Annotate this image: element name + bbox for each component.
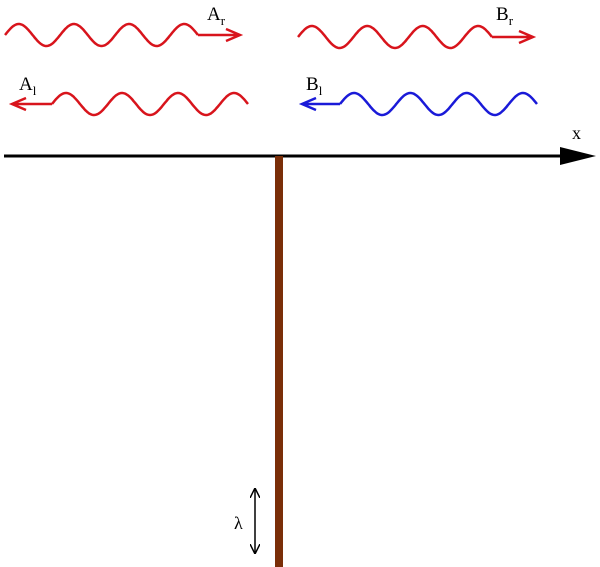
direction-arrow-icon [492,29,537,45]
direction-arrow-icon [8,96,52,112]
x-axis-arrowhead [560,147,596,165]
label-a-l: Al [19,74,37,98]
wave-a-left [8,91,249,117]
wave-curve [51,91,249,117]
wavelength-label: λ [234,513,243,533]
wave-curve [4,22,199,48]
label-b-r: Br [496,4,514,28]
wave-curve [297,24,493,50]
label-b-l: Bl [306,74,323,98]
wall-barrier [275,156,283,567]
wave-b-right [297,24,537,50]
wave-curve [339,91,538,117]
x-axis-label: x [572,123,581,143]
wave-a-right [4,22,244,48]
direction-arrow-icon [198,27,244,43]
direction-arrow-icon [298,96,340,112]
label-a-r: Ar [207,4,226,28]
wave-b-left [298,91,538,117]
